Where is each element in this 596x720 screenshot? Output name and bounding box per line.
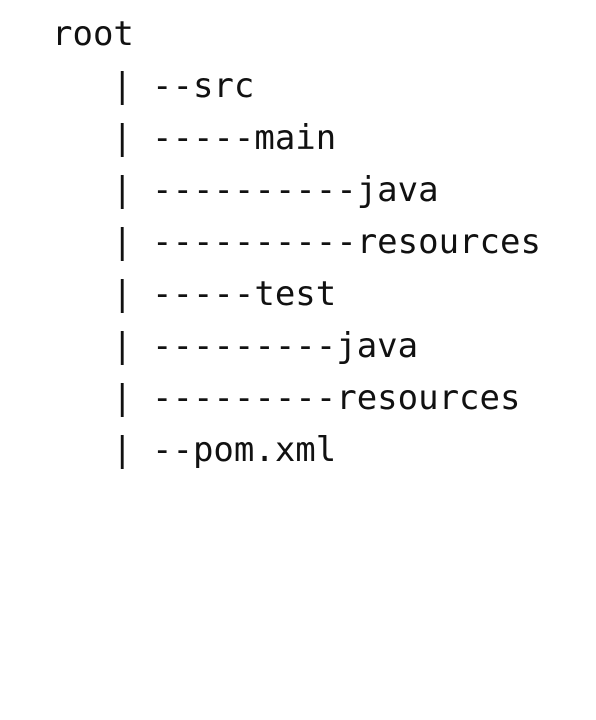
tree-line-test-resources: | ---------resources bbox=[112, 378, 520, 418]
tree-line-src: | --src bbox=[112, 66, 254, 106]
tree-pipe: | bbox=[112, 170, 133, 210]
tree-pipe: | bbox=[112, 378, 133, 418]
tree-pipe: | bbox=[112, 274, 133, 314]
tree-pipe: | bbox=[112, 430, 133, 470]
tree-pipe: | bbox=[112, 66, 133, 106]
tree-entry: ----------java bbox=[152, 170, 439, 210]
tree-line-main: | -----main bbox=[112, 118, 336, 158]
tree-entry: ----------resources bbox=[152, 222, 541, 262]
tree-pipe: | bbox=[112, 222, 133, 262]
tree-line-main-java: | ----------java bbox=[112, 170, 439, 210]
directory-tree: root | --src | -----main | ----------java |… bbox=[52, 14, 541, 470]
tree-line-test: | -----test bbox=[112, 274, 336, 314]
tree-line-main-resources: | ----------resources bbox=[112, 222, 541, 262]
tree-entry: --src bbox=[152, 66, 255, 106]
tree-pipe: | bbox=[112, 326, 133, 366]
tree-line-test-java: | ---------java bbox=[112, 326, 418, 366]
tree-entry: ---------resources bbox=[152, 378, 521, 418]
tree-entry: --pom.xml bbox=[152, 430, 337, 470]
tree-entry: ---------java bbox=[152, 326, 419, 366]
tree-line-pom: | --pom.xml bbox=[112, 430, 336, 470]
tree-root: root bbox=[52, 14, 134, 54]
tree-entry: -----main bbox=[152, 118, 337, 158]
tree-entry: -----test bbox=[152, 274, 337, 314]
tree-pipe: | bbox=[112, 118, 133, 158]
